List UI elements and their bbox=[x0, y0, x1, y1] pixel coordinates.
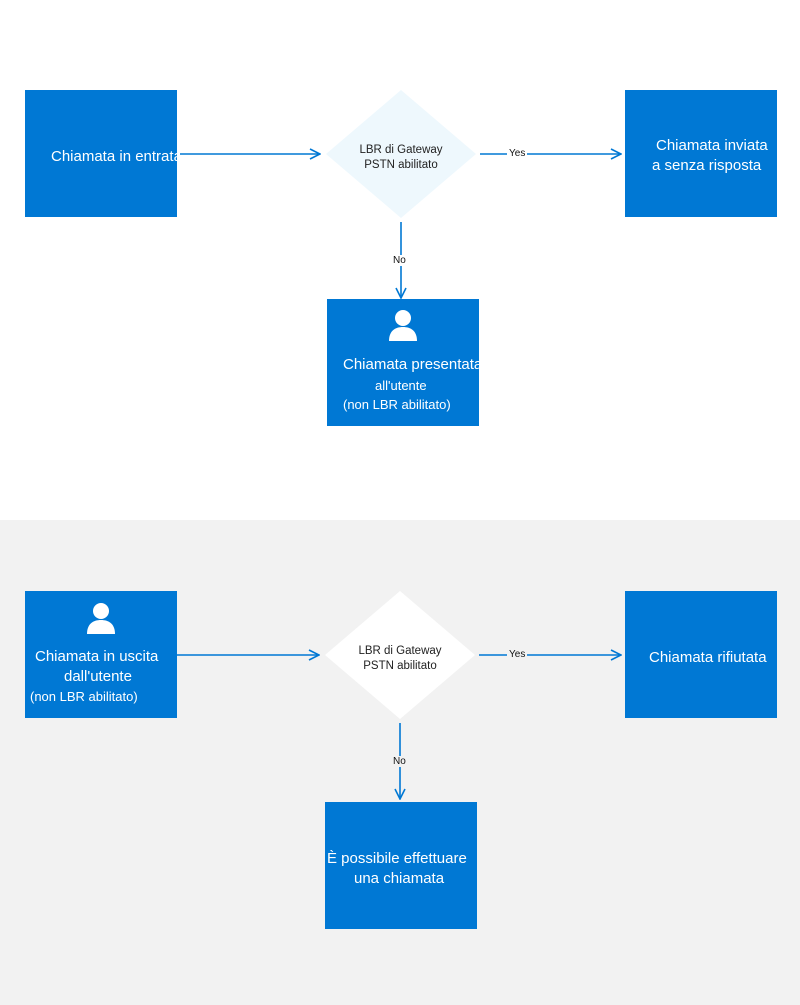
bottom-no-result-box: È possibile effettuare una chiamata bbox=[325, 802, 477, 929]
bottom-no-result-line2: una chiamata bbox=[354, 870, 445, 887]
top-yes-result-line1: Chiamata inviata bbox=[656, 137, 768, 154]
bottom-no-label: No bbox=[391, 756, 408, 767]
bottom-start-line1: Chiamata in uscita bbox=[35, 648, 159, 665]
top-start-label: Chiamata in entrata bbox=[51, 148, 177, 165]
top-no-result-line2: all'utente bbox=[375, 378, 427, 393]
top-no-result-line1: Chiamata presentata bbox=[343, 356, 479, 373]
bottom-decision-label: LBR di Gateway PSTN abilitato bbox=[325, 644, 475, 674]
bottom-start-box: Chiamata in uscita dall'utente (non LBR … bbox=[25, 591, 177, 718]
bottom-yes-result-box: Chiamata rifiutata bbox=[625, 591, 777, 718]
person-icon bbox=[87, 603, 115, 634]
person-icon bbox=[389, 310, 417, 341]
bottom-start-line2: dall'utente bbox=[64, 668, 132, 685]
top-no-label: No bbox=[391, 255, 408, 266]
top-decision-label: LBR di Gateway PSTN abilitato bbox=[326, 143, 476, 173]
bottom-decision-diamond bbox=[325, 591, 475, 719]
bottom-yes-label: Yes bbox=[507, 649, 528, 660]
top-no-result-line3: (non LBR abilitato) bbox=[343, 397, 451, 412]
bottom-start-line3: (non LBR abilitato) bbox=[30, 689, 138, 704]
top-yes-result-box: Chiamata inviata a senza risposta bbox=[625, 90, 777, 217]
top-decision-diamond bbox=[326, 90, 476, 218]
bottom-yes-result-label: Chiamata rifiutata bbox=[649, 649, 767, 666]
top-no-result-box: Chiamata presentata all'utente (non LBR … bbox=[327, 299, 479, 426]
bottom-no-result-line1: È possibile effettuare bbox=[327, 850, 467, 867]
bottom-decision-line2: PSTN abilitato bbox=[363, 660, 437, 672]
top-decision-line1: LBR di Gateway bbox=[359, 144, 443, 156]
top-yes-label: Yes bbox=[507, 148, 528, 159]
top-decision-line2: PSTN abilitato bbox=[364, 159, 438, 171]
top-start-box: Chiamata in entrata bbox=[25, 90, 177, 217]
top-yes-result-line2: a senza risposta bbox=[652, 157, 762, 174]
bottom-decision-line1: LBR di Gateway bbox=[358, 645, 442, 657]
